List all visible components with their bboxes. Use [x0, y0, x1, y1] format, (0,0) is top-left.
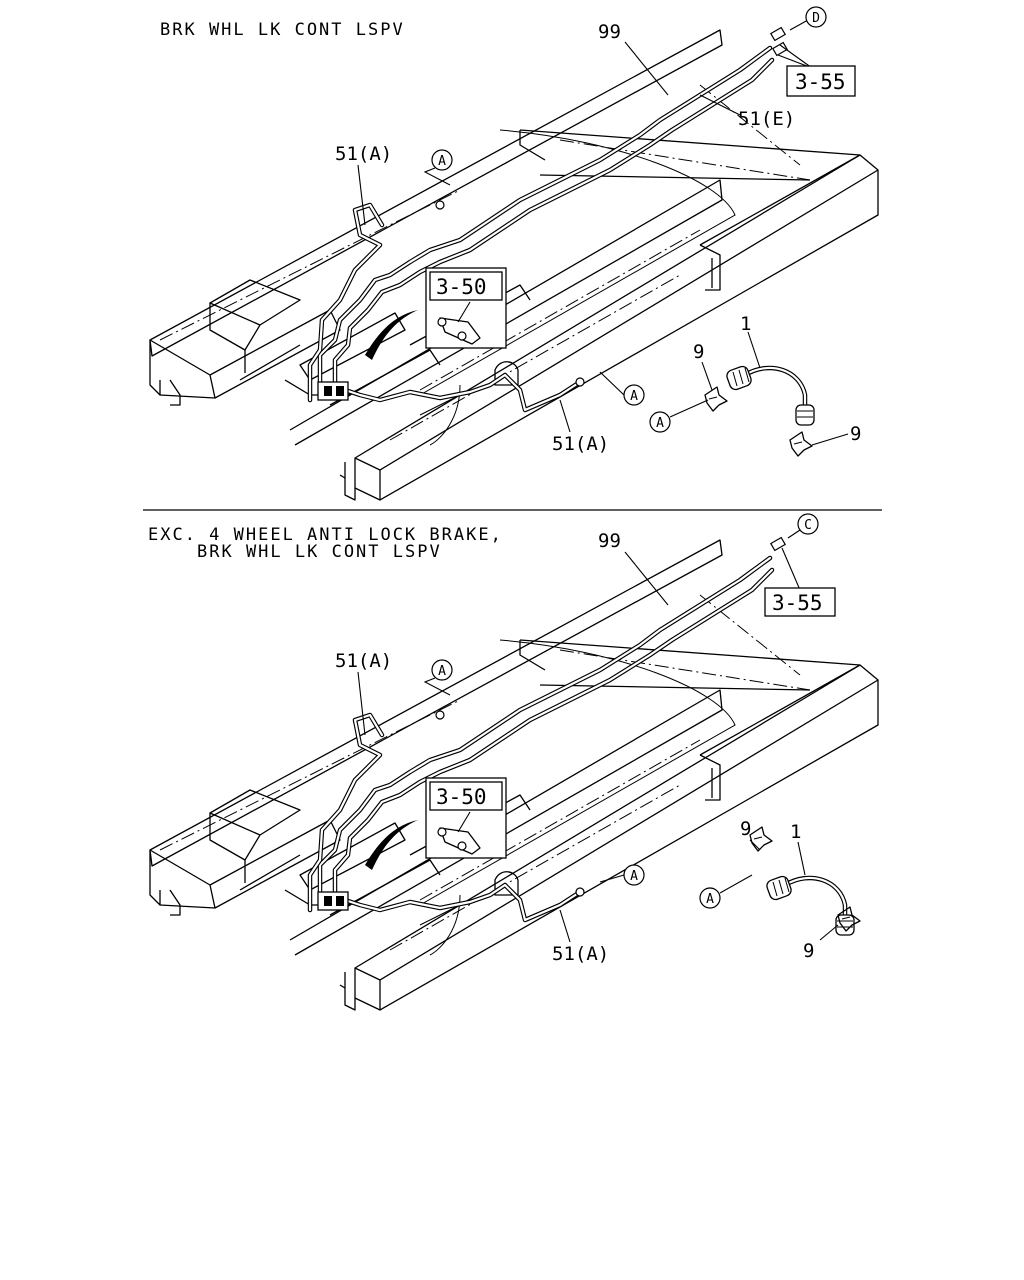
callout-pipe-rear: 51(A)	[552, 433, 609, 455]
brake-pipe-drawing	[310, 558, 772, 920]
marker-a-circle	[431, 659, 453, 681]
marker-a-label: A	[656, 416, 664, 431]
end-marker-circle	[797, 513, 819, 535]
callout-pipe-front: 51(A)	[335, 650, 392, 672]
callout-pipe-extra: 51(E)	[738, 108, 795, 130]
ref-label-mid: 3-50	[436, 785, 487, 809]
diagram-heading-line: BRK WHL LK CONT LSPV	[197, 542, 442, 562]
callout-hose: 1	[790, 821, 801, 843]
diagram-heading-line: EXC. 4 WHEEL ANTI LOCK BRAKE,	[148, 525, 503, 545]
marker-a-label: A	[630, 869, 638, 884]
valve-part-drawing	[437, 811, 481, 855]
marker-a-label: A	[438, 664, 446, 679]
ref-box-mid	[429, 271, 503, 301]
marker-a-label: A	[438, 154, 446, 169]
flexible-hose-drawing	[725, 365, 814, 425]
diagram-top: BRK WHL LK CONT LSPV 99 51(E) 51(A) 51(A…	[149, 6, 879, 501]
valve-part-drawing	[437, 301, 481, 345]
end-marker-circle	[805, 6, 827, 28]
marker-a-label: A	[706, 892, 714, 907]
ref-label-mid: 3-50	[436, 275, 487, 299]
marker-a-label: A	[630, 389, 638, 404]
callout-clip-lower: 9	[803, 940, 814, 962]
end-marker-label: C	[804, 518, 812, 533]
flexible-hose-drawing	[765, 875, 854, 935]
diagram-bottom: EXC. 4 WHEEL ANTI LOCK BRAKE, BRK WHL LK…	[148, 513, 879, 1011]
frame-drawing	[149, 29, 879, 501]
ref-box-mid	[429, 781, 503, 811]
marker-a-circle	[649, 411, 671, 433]
callout-pipe-rear: 51(A)	[552, 943, 609, 965]
end-marker-label: D	[812, 11, 820, 26]
marker-a-circle	[699, 887, 721, 909]
callout-hose: 1	[740, 313, 751, 335]
callout-clip-upper: 9	[693, 341, 704, 363]
clip-upper-drawing	[749, 826, 773, 852]
callout-clip-upper: 9	[740, 818, 751, 840]
connector-end-drawing	[769, 529, 801, 591]
callout-clip-lower: 9	[850, 423, 861, 445]
marker-a-circle	[431, 149, 453, 171]
clip-upper-drawing	[704, 386, 728, 412]
ref-label-top: 3-55	[795, 70, 846, 94]
clip-lower-drawing	[789, 431, 813, 457]
callout-pipe-front: 51(A)	[335, 143, 392, 165]
callout-pipe-main: 99	[598, 21, 621, 43]
diagram-heading-line: BRK WHL LK CONT LSPV	[160, 20, 405, 40]
callout-pipe-main: 99	[598, 530, 621, 552]
ref-box-top	[786, 65, 856, 97]
ref-box-top	[764, 587, 836, 617]
connector-end-drawing	[769, 19, 813, 69]
ref-label-top: 3-55	[772, 591, 823, 615]
